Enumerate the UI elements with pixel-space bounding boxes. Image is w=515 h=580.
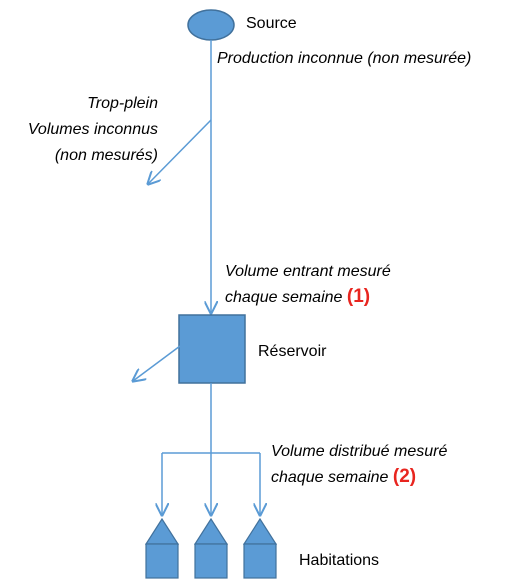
overflow-line-1: Trop-plein [87,95,158,112]
house-icon [242,517,278,579]
house-icon [144,517,180,579]
distributed-line-1: Volume distribué mesuré [271,443,448,460]
inflow-line-2-row: chaque semaine (1) [225,286,391,308]
inflow-line-2: chaque semaine [225,289,343,306]
house-icon [193,517,229,579]
distributed-marker: (2) [392,466,417,487]
distributed-line-2-row: chaque semaine (2) [271,466,447,488]
overflow-arrow [148,119,212,184]
houses-label: Habitations [299,552,380,569]
inflow-annotation: Volume entrant mesuré chaque semaine (1) [225,261,391,308]
reservoir-node [178,314,246,384]
source-label: Source [246,15,297,32]
inflow-line-1: Volume entrant mesuré [225,263,391,280]
distributed-annotation: Volume distribué mesuré chaque semaine (… [271,441,447,488]
reservoir-label: Réservoir [258,343,327,360]
source-node [187,9,235,41]
reservoir-overflow-arrow [133,345,181,381]
overflow-line-2: Volumes inconnus [27,121,158,138]
distributed-line-2: chaque semaine [271,469,389,486]
overflow-annotation: Trop-plein Volumes inconnus (non mesurés… [28,93,158,166]
production-annotation: Production inconnue (non mesurée) [217,50,472,67]
overflow-line-3: (non mesurés) [54,147,158,164]
inflow-marker: (1) [346,286,371,307]
